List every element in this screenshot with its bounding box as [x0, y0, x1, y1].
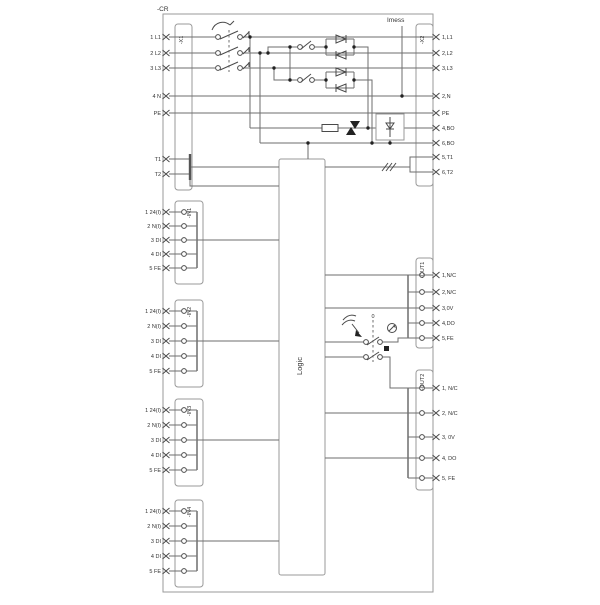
in4-terminal-label: 5 FE: [149, 569, 161, 575]
brake-output-wires: [250, 113, 433, 144]
in3-terminal-label: 5 FE: [149, 468, 161, 474]
in4-terminal-label: 2 N(I): [147, 524, 161, 530]
in1-terminal-label: 1 24(I): [145, 210, 161, 216]
in1-terminal-label: 5 FE: [149, 266, 161, 272]
suppressor-box: [375, 113, 405, 143]
x1-terminal-label: PE: [154, 111, 162, 117]
logic-label: Logic: [295, 357, 304, 375]
imess-label: Imess: [387, 17, 405, 24]
out1-terminal-label: 4,DO: [442, 321, 456, 327]
out2-terminal-label: 3, 0V: [442, 435, 455, 441]
in3-name: -IN3: [187, 406, 193, 416]
x2-terminal-label: 2,N: [442, 94, 451, 100]
x1-terminal-label: 4 N: [152, 94, 161, 100]
x1-terminal-label: 2 L2: [150, 51, 161, 57]
trip-mechanism: [325, 314, 408, 389]
x2-terminal-label: 6,T2: [442, 170, 453, 176]
x2-terminal-label: 4,BO: [442, 126, 455, 132]
out2-terminal-label: 4, DO: [442, 456, 457, 462]
in3-terminal-label: 4 DI: [151, 453, 162, 459]
out2-terminal-label: 2, N/C: [442, 411, 458, 417]
out2-terminal-label: 5, FE: [442, 476, 455, 482]
x1-terminal-label: 3 L3: [150, 66, 161, 72]
shield-clamp: [381, 162, 397, 172]
connector-x1-name: -X1: [179, 36, 185, 45]
thermistor-terminal-label: T1: [155, 157, 161, 163]
x2-terminal-label: 6,BO: [442, 141, 455, 147]
in3-terminal-label: 3 DI: [151, 438, 162, 444]
in3-terminal-label: 1 24(I): [145, 408, 161, 414]
in2-name: -IN2: [187, 307, 193, 317]
in4-terminal-label: 1 24(I): [145, 509, 161, 515]
input-block-wiring: [169, 209, 279, 574]
manual-hand-icon: [341, 314, 362, 337]
in1-terminal-label: 4 DI: [151, 252, 162, 258]
in1-name: -IN1: [187, 208, 193, 218]
in1-terminal-label: 2 N(I): [147, 224, 161, 230]
in4-terminal-label: 3 DI: [151, 539, 162, 545]
out1-terminal-label: 3,0V: [442, 306, 454, 312]
out1-terminal-label: 2,N/C: [442, 290, 456, 296]
reset-tool-icon: [387, 323, 397, 333]
in2-terminal-label: 2 N(I): [147, 324, 161, 330]
in2-terminal-label: 4 DI: [151, 354, 162, 360]
zero-position-label: 0: [371, 314, 374, 320]
selector-contacts: [297, 40, 326, 83]
x2-terminal-label: PE: [442, 111, 450, 117]
in4-name: -IN4: [187, 507, 193, 517]
in3-terminal-label: 2 N(I): [147, 423, 161, 429]
out1-terminal-label: 5,FE: [442, 336, 454, 342]
x2-terminal-label: 5,T1: [442, 155, 453, 161]
output-block-wiring: [325, 272, 433, 481]
x2-terminal-label: 3,L3: [442, 66, 453, 72]
thermistor-bus: [169, 154, 433, 187]
x1-terminal-label: 1 L1: [150, 35, 161, 41]
connector-x2-name: -X2: [420, 36, 426, 45]
actuator-arc: [211, 20, 235, 31]
in2-terminal-label: 5 FE: [149, 369, 161, 375]
out2-terminal-label: 1, N/C: [442, 386, 458, 392]
device-ref-label: -CR: [157, 6, 169, 13]
in1-terminal-label: 3 DI: [151, 238, 162, 244]
main-contactor: [211, 20, 250, 72]
logic-block: [278, 158, 326, 576]
out1-name: -OUT1: [420, 262, 426, 279]
x2-terminal-label: 1,L1: [442, 35, 453, 41]
in2-terminal-label: 3 DI: [151, 339, 162, 345]
connector-boxes: [174, 23, 434, 588]
labels: -CR Imess 0 Logic -X1 -X2 1 L1 2 L2 3 L3…: [145, 6, 458, 575]
x2-terminal-label: 2,L2: [442, 51, 453, 57]
out1-terminal-label: 1,N/C: [442, 273, 456, 279]
out2-name: -OUT2: [420, 374, 426, 391]
in4-terminal-label: 4 DI: [151, 554, 162, 560]
thermistor-terminal-label: T2: [155, 172, 161, 178]
in2-terminal-label: 1 24(I): [145, 309, 161, 315]
resistor: [321, 124, 339, 132]
tvs-diodes: [346, 121, 360, 135]
